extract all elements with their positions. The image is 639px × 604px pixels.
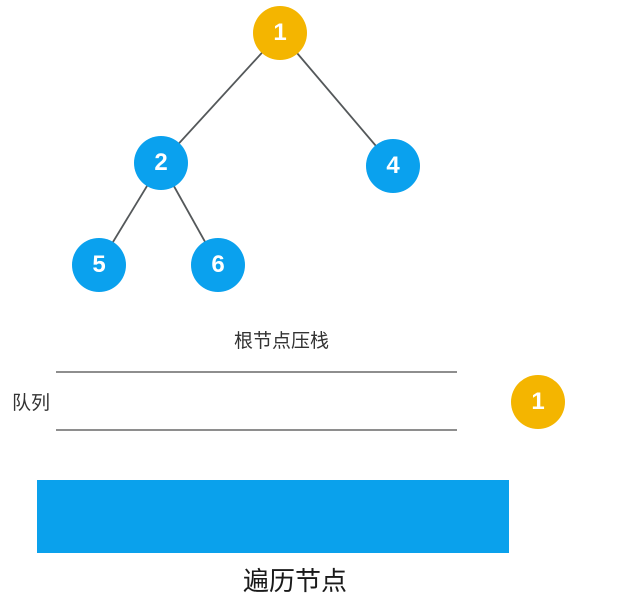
queue-item-node-1: 1 [511,375,565,429]
visited-nodes-bar [37,480,509,553]
tree-node-2-label: 2 [154,149,168,176]
queue-label: 队列 [12,393,51,414]
push-root-caption: 根节点压栈 [234,331,330,352]
tree-node-1: 1 [253,6,307,60]
edge-1-2 [160,32,281,164]
tree-node-5: 5 [72,238,126,292]
tree-node-1-label: 1 [273,19,287,46]
tree-node-2: 2 [134,136,188,190]
queue-item-label: 1 [531,388,545,415]
queue-top-line [56,371,457,373]
tree-node-5-label: 5 [92,251,106,278]
edge-1-4 [279,32,394,167]
tree-node-6-label: 6 [211,251,225,278]
tree-node-4-label: 4 [386,152,400,179]
visited-caption: 遍历节点 [243,566,348,596]
tree-node-6: 6 [191,238,245,292]
queue-bottom-line [56,429,457,431]
tree-node-4: 4 [366,139,420,193]
